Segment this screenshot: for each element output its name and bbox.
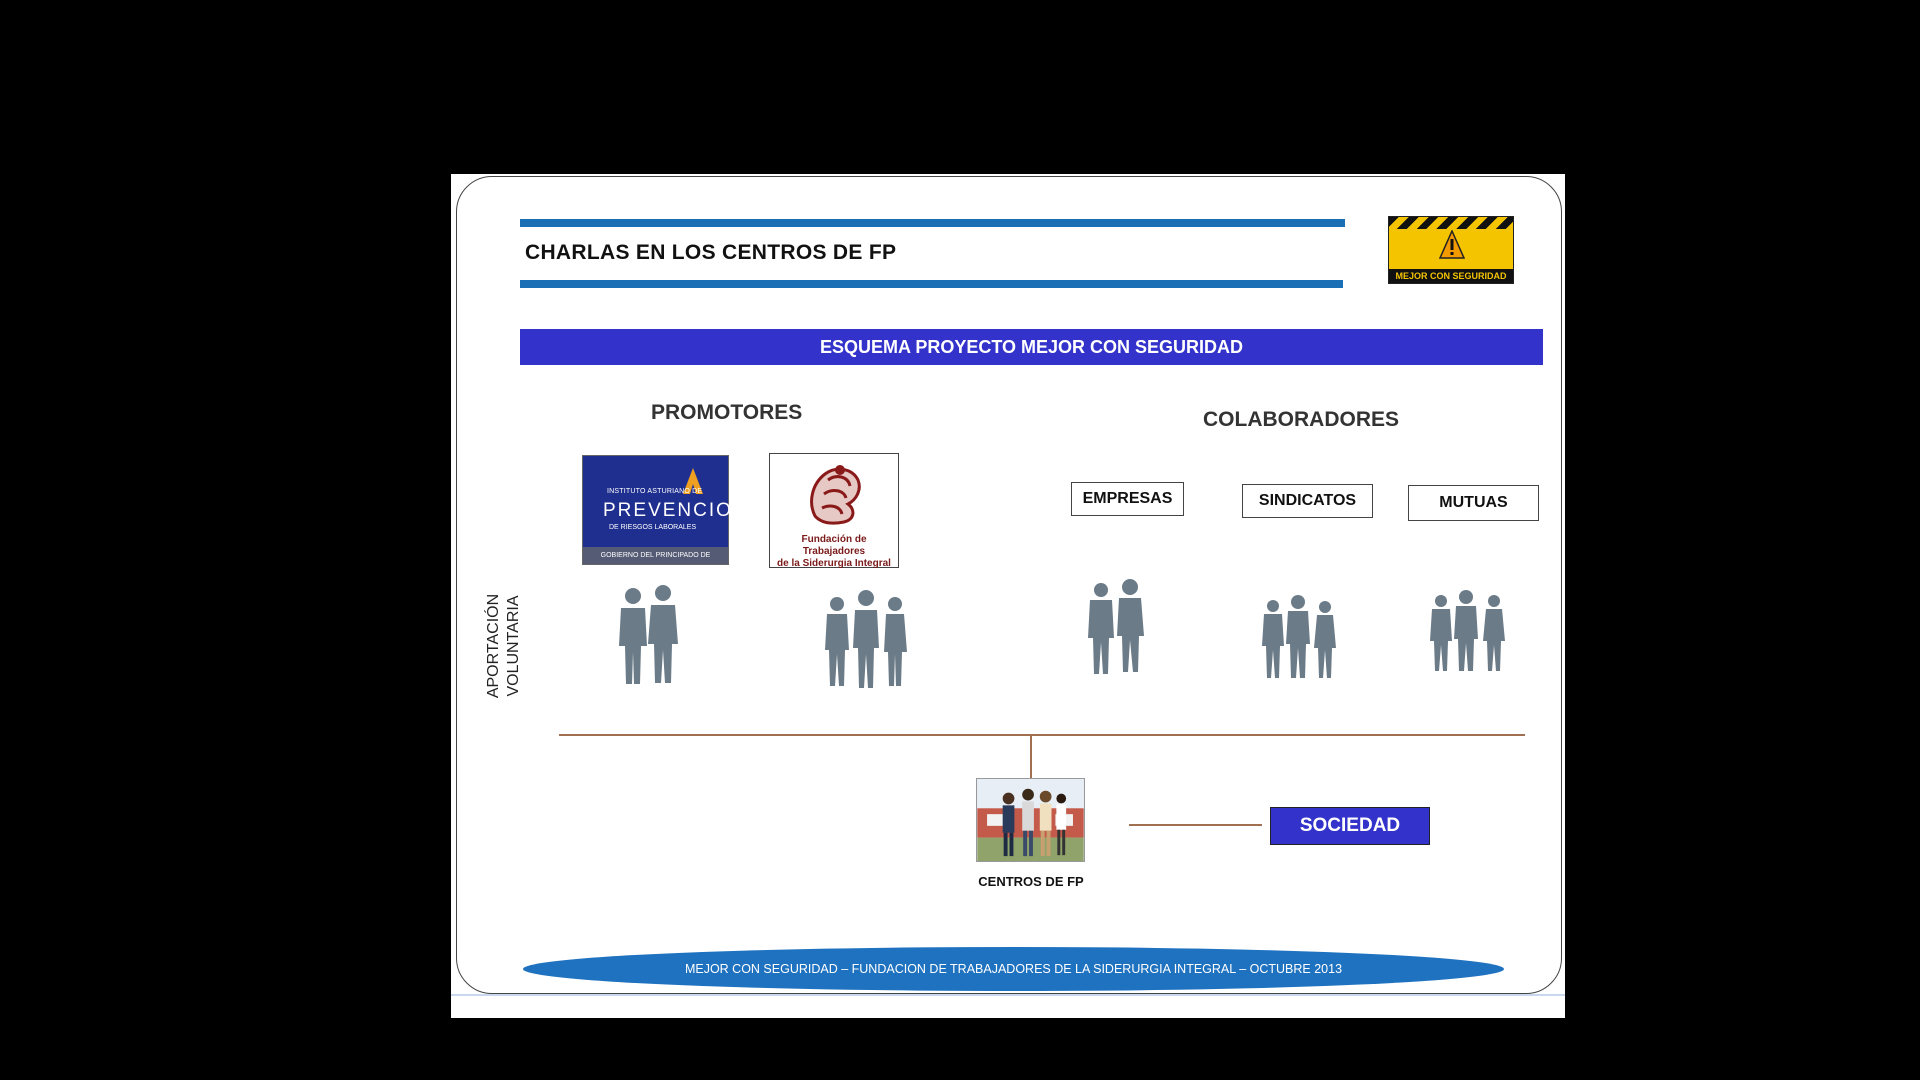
prevencion-logo-sub-text: DE RIESGOS LABORALES (609, 524, 697, 531)
prevencion-logo: INSTITUTO ASTURIANO DE PREVENCION DE RIE… (582, 455, 747, 576)
people-silhouette-icon (1430, 590, 1505, 671)
sociedad-box: SOCIEDAD (1270, 807, 1430, 845)
footer-banner: MEJOR CON SEGURIDAD – FUNDACION DE TRABA… (523, 947, 1504, 991)
mutuas-box: MUTUAS (1408, 485, 1539, 521)
slide-frame (456, 176, 1562, 994)
logo-text: MEJOR CON SEGURIDAD (1389, 269, 1513, 283)
title-bottom-rule (520, 280, 1343, 288)
vertical-label-line2: VOLUNTARIA (505, 595, 522, 697)
prevencion-logo-top-text: INSTITUTO ASTURIANO DE (607, 488, 703, 495)
colaboradores-heading: COLABORADORES (1203, 408, 1400, 431)
mejor-con-seguridad-logo: MEJOR CON SEGURIDAD (1388, 216, 1514, 284)
sociedad-connector (1129, 824, 1262, 826)
slide: CHARLAS EN LOS CENTROS DE FP MEJOR CON S… (451, 174, 1565, 1018)
people-silhouette-icon (825, 590, 907, 688)
centros-fp-photo (976, 778, 1085, 862)
slide-title: CHARLAS EN LOS CENTROS DE FP (525, 241, 897, 264)
project-banner: ESQUEMA PROYECTO MEJOR CON SEGURIDAD (520, 329, 1543, 365)
promotores-heading: PROMOTORES (651, 401, 803, 424)
fundacion-emblem-icon (810, 465, 861, 525)
slide-bottom-rule (451, 994, 1565, 996)
people-silhouette-icon (1088, 579, 1144, 674)
connector-stem (1030, 735, 1032, 778)
warning-icon (1439, 230, 1465, 259)
hazard-stripes (1389, 217, 1513, 229)
fundacion-logo: Fundación de Trabajadores de la Siderurg… (769, 453, 899, 570)
students-photo-icon (977, 779, 1084, 861)
connector-line (559, 734, 1525, 736)
fundacion-logo-text: Fundación de Trabajadores de la Siderurg… (770, 534, 898, 570)
prevencion-logo-main-text: PREVENCION (603, 500, 749, 521)
fundacion-logo-line1: Fundación de Trabajadores (801, 534, 867, 557)
people-silhouette-icon (619, 585, 678, 684)
centros-fp-label: CENTROS DE FP (978, 874, 1084, 889)
vertical-label-line1: APORTACIÓN (485, 593, 502, 699)
prevencion-mark-icon (683, 468, 703, 494)
prevencion-logo-footer-text: GOBIERNO DEL PRINCIPADO DE ASTURIAS (583, 547, 728, 576)
title-top-rule (520, 219, 1345, 227)
fundacion-logo-line2: de la Siderurgia Integral (777, 558, 891, 569)
empresas-box: EMPRESAS (1071, 482, 1184, 516)
aportacion-voluntaria-label: APORTACIÓN VOLUNTARIA (484, 581, 528, 711)
people-silhouette-icon (1262, 595, 1336, 678)
sindicatos-box: SINDICATOS (1242, 484, 1373, 518)
